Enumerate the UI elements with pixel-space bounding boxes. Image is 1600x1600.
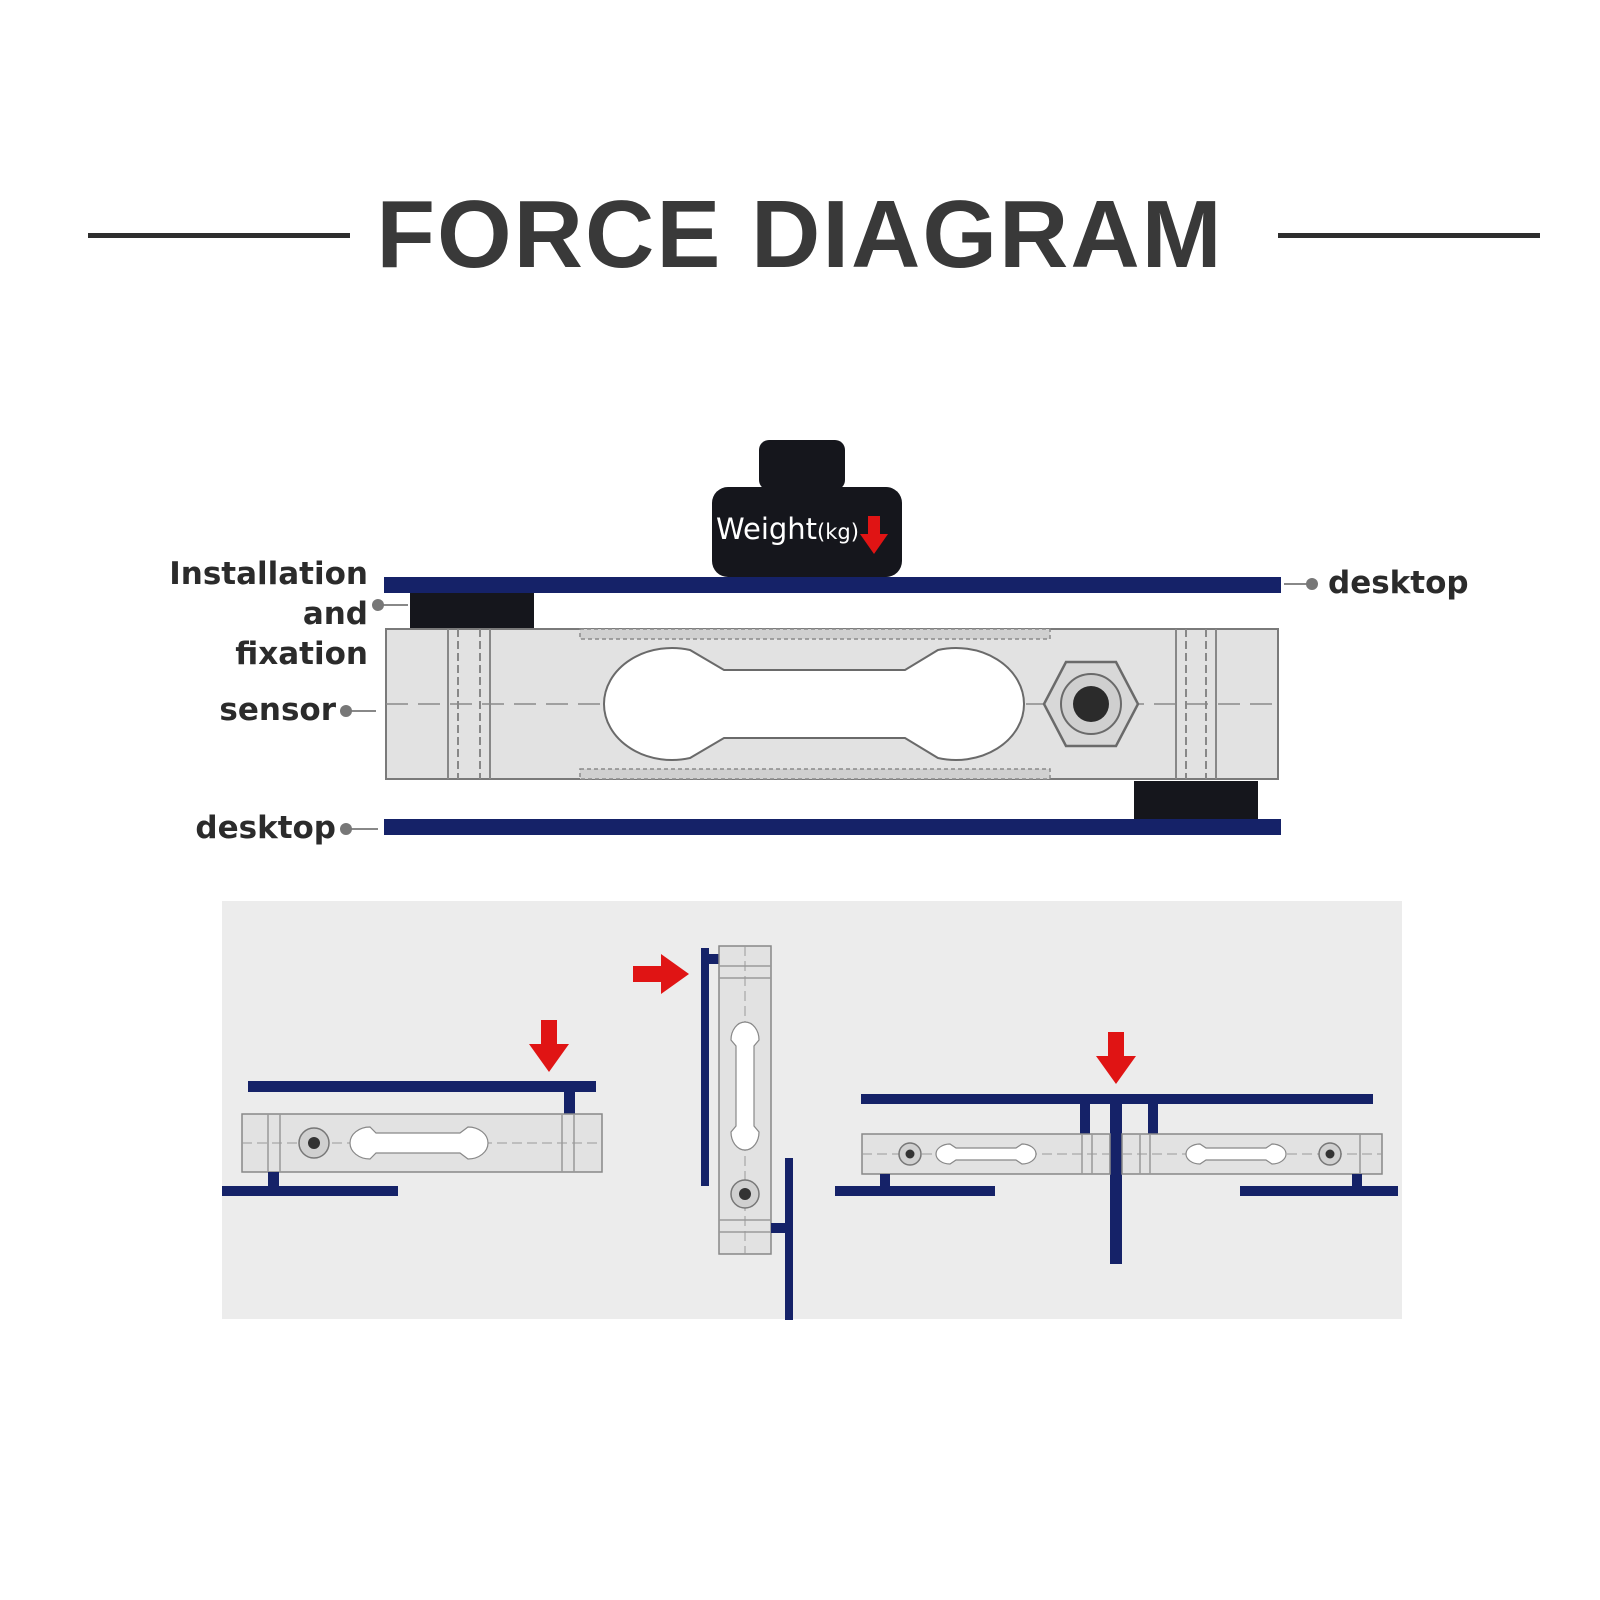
desktop-top-label: desktop: [1328, 565, 1469, 601]
installation-fixation-label: Installation and fixation: [169, 556, 368, 672]
title-row: FORCE DIAGRAM: [0, 180, 1600, 290]
weight-text: Weight: [716, 512, 817, 546]
page-title: FORCE DIAGRAM: [376, 181, 1224, 288]
example-dual-horizontal: [835, 1094, 1398, 1264]
title-rule-left: [88, 233, 350, 238]
load-cell-sensor: [385, 628, 1279, 780]
weight-unit: (kg): [817, 520, 859, 544]
title-rule-right: [1278, 233, 1540, 238]
top-mount-block: [410, 593, 534, 629]
right-arrow-icon: [633, 954, 689, 994]
down-arrow-icon: [860, 516, 888, 554]
weight-icon: [712, 440, 902, 577]
bottom-desktop-plate: [384, 819, 1281, 835]
weight-label: Weight(kg): [716, 512, 859, 546]
down-arrow-icon: [1096, 1032, 1136, 1084]
installation-examples-panel: [222, 901, 1402, 1319]
sensor-label: sensor: [219, 692, 336, 728]
desktop-bottom-label: desktop: [195, 810, 336, 846]
example-horizontal-single: [222, 1081, 603, 1196]
bottom-mount-block: [1134, 781, 1258, 819]
example-vertical: [701, 945, 793, 1320]
top-desktop-plate: [384, 577, 1281, 593]
down-arrow-icon: [529, 1020, 569, 1072]
